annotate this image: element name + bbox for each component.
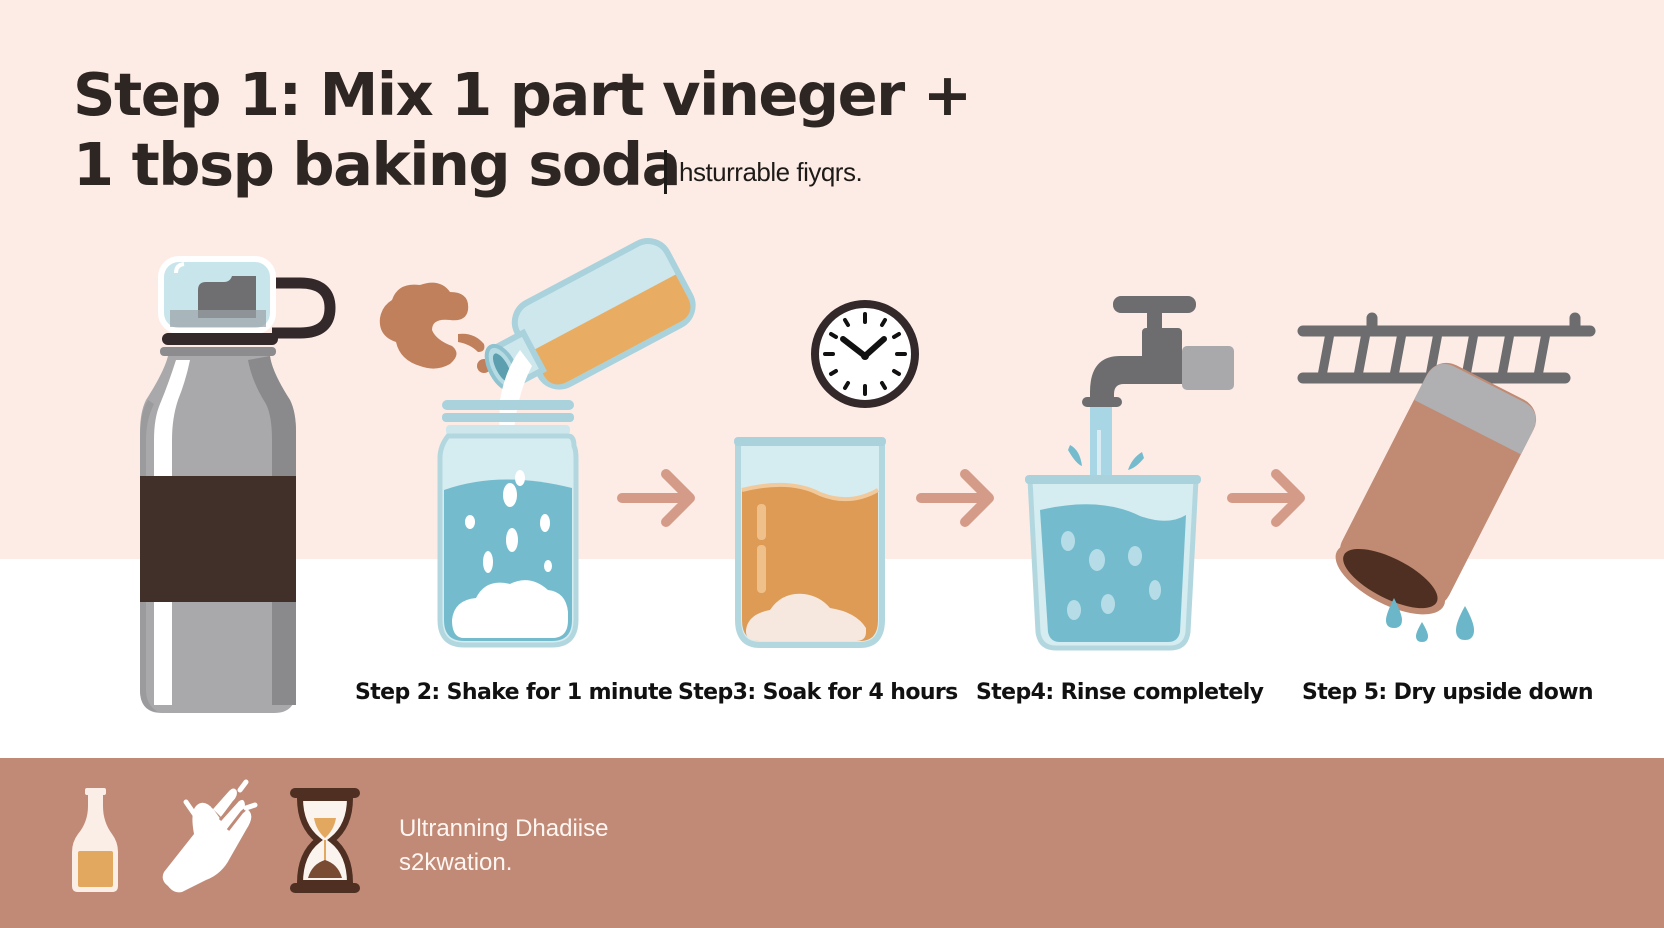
shake-hand-icon bbox=[162, 779, 258, 893]
steel-bottle-icon bbox=[140, 256, 336, 713]
clock-icon bbox=[811, 300, 919, 408]
subtitle: hsturrable fiyqrs. bbox=[664, 150, 863, 194]
footer-text-line-2: s2kwation. bbox=[399, 849, 513, 876]
beaker-icon bbox=[734, 437, 886, 648]
rack-bottle-icon bbox=[1297, 312, 1596, 642]
jar-pour-icon bbox=[379, 238, 696, 648]
subtitle-text: hsturrable fiyqrs. bbox=[679, 156, 863, 187]
step-5-label: Step 5: Dry upside down bbox=[1302, 680, 1594, 705]
footer-text: Ultranning Dhadiise s2kwation. bbox=[399, 812, 608, 880]
page-title: Step 1: Mix 1 part vineger + 1 tbsp baki… bbox=[73, 60, 972, 200]
divider-bar bbox=[664, 150, 667, 194]
step-2-label: Step 2: Shake for 1 minute bbox=[355, 680, 673, 705]
footer-text-line-1: Ultranning Dhadiise bbox=[399, 815, 609, 842]
footer-band bbox=[0, 758, 1664, 928]
hourglass-icon bbox=[290, 788, 360, 893]
arrow-right-icon bbox=[916, 469, 994, 527]
faucet-cup-icon bbox=[1025, 296, 1234, 651]
arrow-right-icon bbox=[617, 469, 695, 527]
title-line-1: Step 1: Mix 1 part vineger + bbox=[73, 60, 972, 129]
arrow-right-icon bbox=[1227, 469, 1305, 527]
step-4-label: Step4: Rinse completely bbox=[976, 680, 1264, 705]
title-line-2: 1 tbsp baking soda bbox=[73, 130, 681, 199]
step-3-label: Step3: Soak for 4 hours bbox=[678, 680, 958, 705]
vinegar-bottle-icon bbox=[72, 788, 118, 892]
